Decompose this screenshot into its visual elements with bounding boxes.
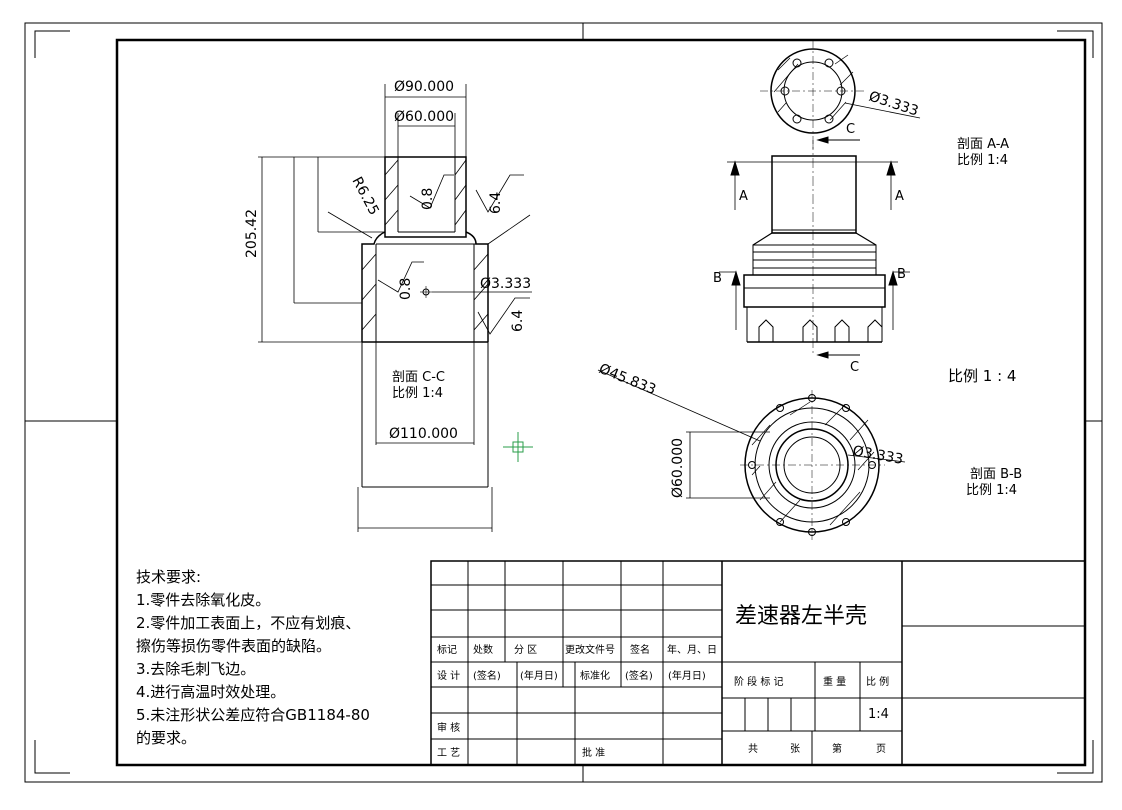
rev-header-zone: 分 区: [514, 644, 537, 656]
front-view: [719, 140, 910, 359]
stage-mark-header: 阶 段 标 记: [734, 675, 784, 688]
front-view-cut-c: C: [850, 360, 859, 375]
sheet-total-label: 共: [748, 743, 758, 755]
roughness-inner-lower: 0.8: [398, 278, 414, 300]
section-bb-scale: 比例 1:4: [966, 483, 1017, 498]
bottom-view-d60: Ø60.000: [670, 438, 686, 498]
top-view: [760, 40, 921, 150]
bottom-view-hole: Ø3.333: [851, 443, 904, 468]
top-view-cut-label: C: [846, 122, 855, 137]
dim-d90: Ø90.000: [394, 79, 454, 95]
front-view-b-right: B: [897, 267, 906, 282]
revision-headers: 标记 处数 分 区 更改文件号 签名 年、月、日: [437, 643, 717, 656]
dim-height: 205.42: [244, 209, 260, 258]
dim-radius: R6.25: [348, 174, 381, 218]
top-view-hole-dim: Ø3.333: [867, 89, 921, 120]
dim-hole: Ø3.333: [480, 276, 531, 292]
rev-header-sign: 签名: [630, 643, 650, 656]
stage-headers: 阶 段 标 记 重 量 比 例: [734, 675, 889, 688]
sheet-number-label: 第: [832, 742, 842, 755]
requirement-5b: 的要求。: [136, 729, 196, 747]
sign-design: 设 计: [437, 669, 460, 682]
roughness-inner: 0.8: [420, 188, 436, 210]
scale-header: 比 例: [866, 675, 889, 688]
scale-value: 1:4: [868, 707, 889, 722]
front-view-a-right: A: [895, 189, 904, 204]
section-cc-scale: 比例 1:4: [392, 386, 443, 401]
rev-header-mark: 标记: [437, 644, 457, 656]
bottom-view-d45: Ø45.833: [597, 361, 659, 398]
section-bb-title: 剖面 B-B: [970, 467, 1022, 482]
cursor-crosshair: [503, 432, 533, 462]
requirement-3: 3.去除毛刺飞边。: [136, 660, 255, 678]
requirements-heading: 技术要求:: [136, 568, 201, 586]
roughness-outer-lower: 6.4: [510, 310, 526, 332]
requirement-2: 2.零件加工表面上，不应有划痕、: [136, 614, 360, 632]
sheet-unit-label: 张: [790, 743, 800, 755]
requirement-5: 5.未注形状公差应符合GB1184-80: [136, 706, 370, 724]
process-label: 工 艺: [437, 747, 460, 759]
dim-d110: Ø110.000: [389, 426, 458, 442]
rev-header-date: 年、月、日: [667, 643, 717, 656]
sign-standard: 标准化: [580, 669, 610, 682]
section-aa-title: 剖面 A-A: [957, 137, 1009, 152]
requirement-4: 4.进行高温时效处理。: [136, 683, 285, 701]
requirement-2b: 擦伤等损伤零件表面的缺陷。: [136, 637, 331, 655]
front-view-teeth: [758, 319, 883, 342]
dim-d60: Ø60.000: [394, 109, 454, 125]
front-view-a-left: A: [739, 189, 748, 204]
overall-scale: 比例 1 : 4: [948, 367, 1016, 385]
technical-requirements: 技术要求: 1.零件去除氧化皮。 2.零件加工表面上，不应有划痕、 擦伤等损伤零…: [136, 568, 370, 747]
roughness-outer: 6.4: [488, 192, 504, 214]
section-hatch: [361, 159, 489, 331]
sign-design-date: (年月日): [520, 669, 558, 682]
review-label: 审 核: [437, 721, 460, 734]
sign-row: 设 计 (签名) (年月日) 标准化 (签名) (年月日): [437, 669, 706, 682]
bottom-view: [597, 369, 906, 540]
title-block: [430, 560, 1086, 766]
approve-label: 批 准: [582, 746, 605, 759]
sign-standard-date: (年月日): [668, 669, 706, 682]
section-view-cc: [258, 84, 532, 532]
section-aa-scale: 比例 1:4: [957, 153, 1008, 168]
part-name: 差速器左半壳: [735, 604, 867, 629]
sheet-row: 共 张 第 页: [748, 742, 886, 755]
front-view-b-left: B: [713, 271, 722, 286]
rev-header-doc: 更改文件号: [565, 643, 615, 656]
section-cc-title: 剖面 C-C: [392, 370, 445, 385]
rev-header-count: 处数: [473, 643, 493, 656]
sheet-page-label: 页: [876, 743, 886, 755]
sign-standard-name: (签名): [625, 669, 653, 682]
requirement-1: 1.零件去除氧化皮。: [136, 591, 270, 609]
sign-design-name: (签名): [473, 669, 501, 682]
weight-header: 重 量: [823, 675, 846, 688]
